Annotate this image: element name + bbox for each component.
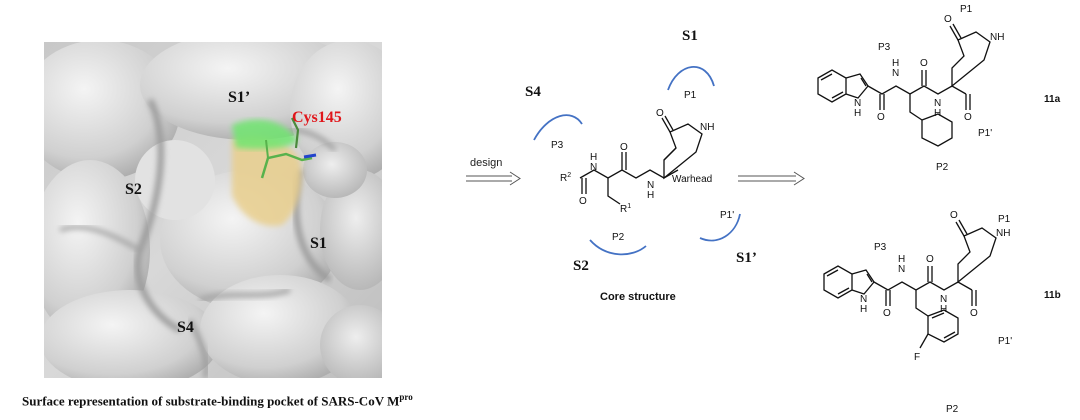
c11a-amide-h: H [892, 58, 899, 69]
surface-label-residue: Cys145 [292, 109, 342, 126]
compound-11a-labels: N H O H N O N H O O NH P1 P3 P1' P2 11a [854, 4, 1061, 173]
design-arrow: design [466, 157, 521, 186]
core-labels: R2 O H N O R1 N H Warhead O NH P1 P3 P2 … [551, 90, 734, 303]
c11a-id: 11a [1044, 94, 1061, 105]
compound-11b-labels: N H O H N O N H O F O NH P1 P3 P1' P2 11… [860, 210, 1061, 415]
c11b-o-ald: O [970, 308, 978, 319]
c11b-amide2-n: N [940, 294, 947, 305]
c11b-amide-n: N [898, 264, 905, 275]
core-p1-prime: P1' [720, 210, 734, 221]
c11b-o-1: O [883, 308, 891, 319]
c11a-o-ald: O [964, 112, 972, 123]
c11a-amide-n: N [892, 68, 899, 79]
surface-label-s1-prime: S1’ [228, 89, 250, 106]
c11a-ring-o: O [944, 14, 952, 25]
c11a-indole-h: H [854, 108, 861, 119]
c11b-p3: P3 [874, 242, 887, 253]
core-p3: P3 [551, 140, 564, 151]
figure-caption: Surface representation of substrate-bind… [22, 392, 413, 409]
c11a-p2: P2 [936, 162, 949, 173]
c11a-p1: P1 [960, 4, 973, 15]
c11a-ring-nh: NH [990, 32, 1004, 43]
core-pocket-s2: S2 [573, 258, 589, 274]
c11b-o-2: O [926, 254, 934, 265]
c11b-amide2-h: H [940, 304, 947, 315]
core-p1: P1 [684, 90, 697, 101]
c11a-p1-prime: P1' [978, 128, 992, 139]
c11a-indole-n: N [854, 98, 861, 109]
core-o-mid: O [620, 142, 628, 153]
compound-11a [817, 23, 991, 147]
c11a-o-2: O [920, 58, 928, 69]
design-label: design [470, 157, 502, 169]
c11b-id: 11b [1044, 290, 1061, 301]
c11a-amide2-n: N [934, 98, 941, 109]
c11b-ring-nh: NH [996, 228, 1010, 239]
c11b-indole-n: N [860, 294, 867, 305]
core-ring-o: O [656, 108, 664, 119]
core-ring-nh: NH [700, 122, 714, 133]
core-p2: P2 [612, 232, 625, 243]
result-arrow [738, 171, 805, 186]
core-nh-1-n: N [590, 162, 597, 173]
c11b-indole-h: H [860, 304, 867, 315]
core-nh-1-h: H [590, 152, 597, 163]
surface-label-s1: S1 [310, 235, 327, 252]
core-nh-2-h: H [647, 190, 654, 201]
core-structure [579, 115, 703, 205]
core-pocket-s4: S4 [525, 84, 541, 100]
c11b-p1-prime: P1' [998, 336, 1012, 347]
surface-label-s2: S2 [125, 181, 142, 198]
core-o-left: O [579, 196, 587, 207]
c11b-p1: P1 [998, 214, 1011, 225]
c11b-ring-o: O [950, 210, 958, 221]
surface-panel [44, 42, 382, 378]
c11b-p2: P2 [946, 404, 959, 415]
core-r2: R2 [560, 172, 571, 184]
c11a-p3: P3 [878, 42, 891, 53]
c11b-amide-h: H [898, 254, 905, 265]
compound-11b [823, 219, 997, 349]
core-title: Core structure [600, 291, 676, 303]
core-warhead: Warhead [672, 174, 712, 185]
core-pocket-s1: S1 [682, 28, 698, 44]
surface-label-s4: S4 [177, 319, 194, 336]
core-r1: R1 [620, 203, 631, 215]
c11a-amide2-h: H [934, 108, 941, 119]
core-pocket-arcs [533, 66, 741, 256]
c11b-f: F [914, 352, 920, 363]
c11a-o-1: O [877, 112, 885, 123]
core-nh-2-n: N [647, 180, 654, 191]
core-pocket-s1-prime: S1’ [736, 250, 757, 266]
